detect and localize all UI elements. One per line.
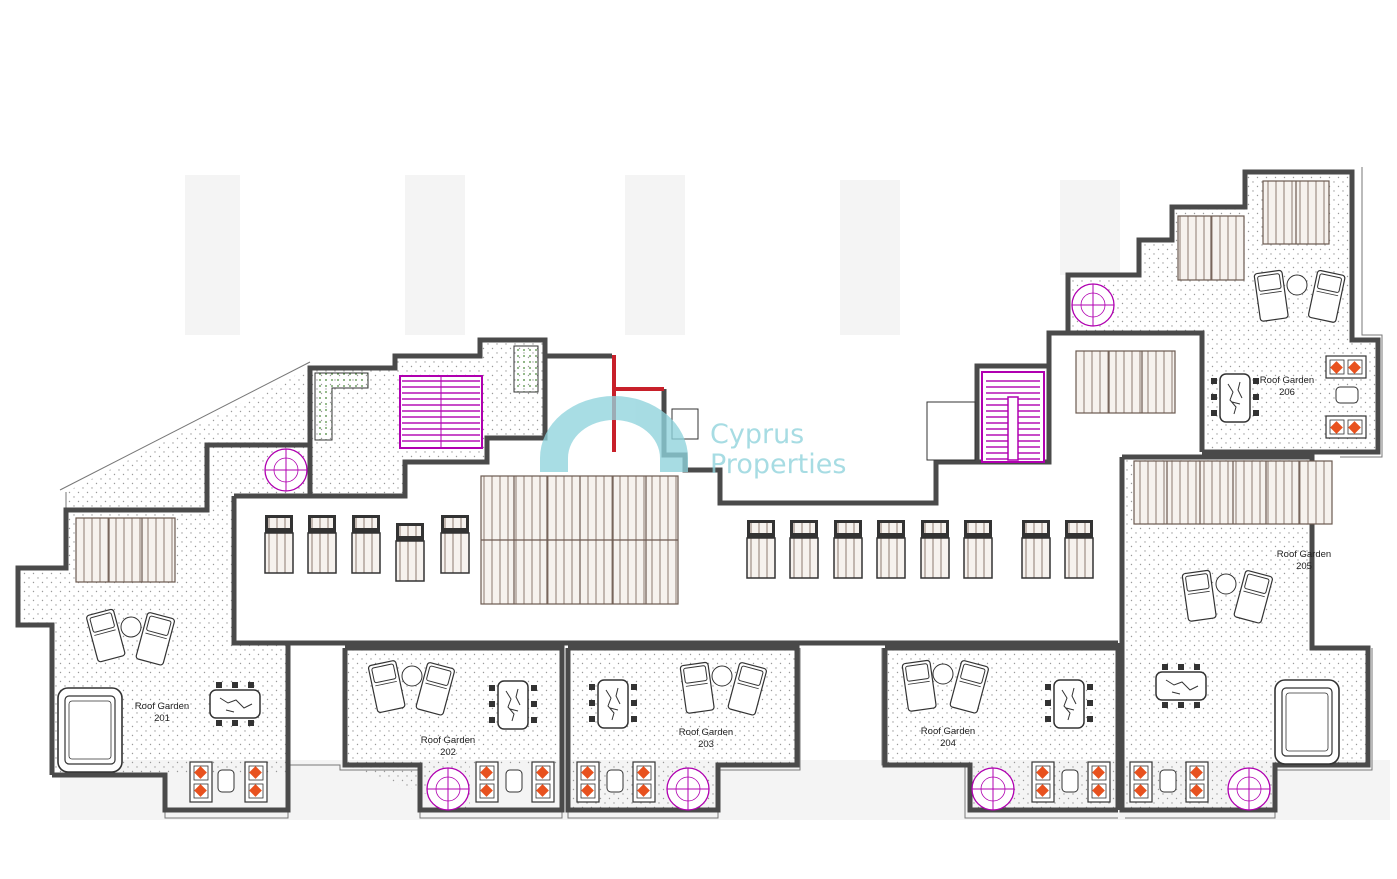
green-planters (314, 345, 539, 441)
garden-201-furniture (57, 608, 268, 803)
garden-206-name: Roof Garden (1260, 375, 1314, 386)
garden-202-furniture (367, 659, 555, 803)
garden-203-furniture (576, 661, 768, 803)
solar-panels (75, 180, 1333, 605)
garden-205-furniture (1129, 569, 1340, 803)
stairwell-west (399, 375, 483, 449)
garden-205-unit: 205 (1296, 561, 1312, 572)
garden-206-furniture (1210, 269, 1367, 439)
watermark-logo-icon (540, 396, 688, 472)
watermark: Cyprus Properties (540, 396, 846, 480)
garden-204-furniture (901, 659, 1111, 803)
garden-203-name: Roof Garden (679, 727, 733, 738)
garden-204-unit: 204 (940, 738, 956, 749)
garden-206-unit: 206 (1279, 387, 1295, 398)
garden-204-name: Roof Garden (921, 726, 975, 737)
garden-205-name: Roof Garden (1277, 549, 1331, 560)
garden-labels: Roof Garden 201 Roof Garden 202 Roof Gar… (135, 375, 1331, 758)
watermark-line-2: Properties (710, 449, 846, 480)
garden-201-name: Roof Garden (135, 701, 189, 712)
garden-202-unit: 202 (440, 747, 456, 758)
stairwell-east (981, 371, 1045, 463)
corridor-boxes (671, 401, 976, 461)
garden-203-unit: 203 (698, 739, 714, 750)
garden-202-name: Roof Garden (421, 735, 475, 746)
garden-201-unit: 201 (154, 713, 170, 724)
watermark-line-1: Cyprus (710, 419, 804, 450)
